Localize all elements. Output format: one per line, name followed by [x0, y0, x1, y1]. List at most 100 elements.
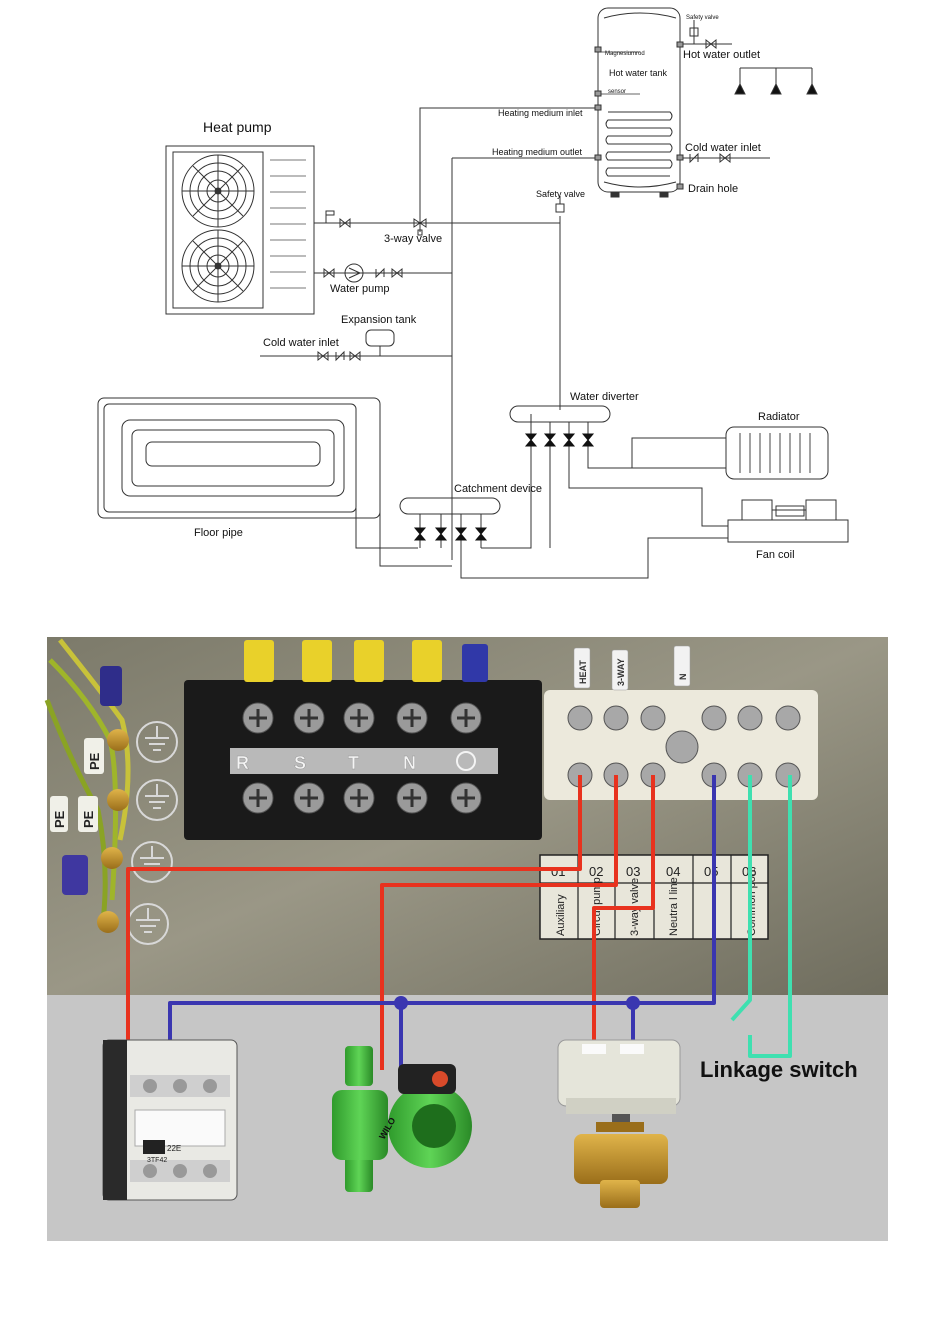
- live-wire-pump: [380, 775, 618, 1070]
- terminal-number: 04: [666, 864, 680, 879]
- contactor-code: 22E: [167, 1144, 181, 1153]
- hot-water-tank: [597, 7, 681, 193]
- wire-tag: HEAT: [578, 660, 588, 684]
- label-magnesium-rod: Magnesiumrod: [605, 51, 645, 57]
- check-valve-icon: [689, 152, 699, 164]
- safety-valve-icon: [555, 196, 565, 213]
- label-radiator: Radiator: [758, 411, 800, 423]
- label-three-way-valve: 3-way valve: [384, 233, 442, 245]
- check-valve-icon: [375, 267, 385, 279]
- label-tank-cold-water-inlet: Cold water inlet: [685, 142, 761, 154]
- terminal-letter: R: [236, 753, 249, 773]
- label-heating-medium-inlet: Heating medium inlet: [498, 108, 583, 118]
- water-diverter-manifold: [509, 405, 611, 423]
- flag-icon: [325, 210, 335, 223]
- label-floor-pipe: Floor pipe: [194, 527, 243, 539]
- fan-icon: [181, 154, 255, 228]
- valve-icon: [474, 527, 488, 541]
- terminal-name: Neutra l line: [668, 877, 680, 936]
- neutral-wire: [168, 775, 716, 1070]
- valve-icon: [581, 433, 595, 447]
- label-drain-hole: Drain hole: [688, 183, 738, 195]
- valve-icon: [339, 217, 351, 229]
- pe-label: PE: [52, 810, 67, 828]
- circulation-pump: [332, 1046, 472, 1192]
- valve-icon: [317, 350, 329, 362]
- terminal-number: 02: [589, 864, 603, 879]
- valve-icon: [543, 433, 557, 447]
- control-terminal-strip: [544, 690, 818, 800]
- contactor-model: 3TF42: [147, 1157, 167, 1164]
- valve-icon: [349, 350, 361, 362]
- contactor: [102, 1039, 238, 1201]
- expansion-tank-icon: [365, 329, 395, 347]
- terminal-legend-table: [539, 854, 769, 940]
- label-water-diverter: Water diverter: [570, 391, 639, 403]
- valve-icon: [454, 527, 468, 541]
- pump-brand: WILO: [377, 1116, 397, 1141]
- shower-head-icon: [770, 82, 782, 95]
- terminal-name: Circul pump: [591, 877, 603, 936]
- fan-coil-unit: [727, 519, 849, 543]
- terminal-number: 05: [704, 864, 718, 879]
- neutral-junction: [394, 996, 408, 1010]
- catchment-manifold: [399, 497, 501, 515]
- wire-tag: 3-WAY: [616, 658, 626, 686]
- ground-screws: [62, 666, 129, 933]
- terminal-screws: [242, 702, 482, 814]
- label-heat-pump: Heat pump: [203, 119, 272, 135]
- shower-head-icon: [734, 82, 746, 95]
- control-panel-photo: [47, 637, 888, 995]
- hydraulic-diagram: Heat pump 3-way valve Water pump Expansi…: [97, 7, 849, 579]
- valve-icon: [413, 527, 427, 541]
- supply-pipe: [314, 107, 596, 224]
- linkage-wire: [730, 775, 792, 1058]
- terminal-number: 01: [551, 864, 565, 879]
- valve-icon: [391, 267, 403, 279]
- power-terminal-block: [184, 680, 542, 840]
- terminal-number: 06: [742, 864, 756, 879]
- valve-icon: [705, 38, 717, 50]
- label-safety-valve: Safety valve: [536, 189, 585, 199]
- label-water-pump: Water pump: [330, 283, 390, 295]
- heating-coil: [605, 111, 673, 177]
- live-wire-valve: [592, 775, 655, 1050]
- gray-backdrop: [47, 995, 888, 1241]
- label-tank-safety-valve: Safety valve: [686, 15, 719, 21]
- shower-head-icon: [806, 82, 818, 95]
- water-pump-icon: [344, 263, 364, 283]
- radiator: [725, 426, 829, 480]
- linkage-switch-label: Linkage switch: [700, 1057, 858, 1082]
- label-hot-water-tank: Hot water tank: [609, 68, 668, 78]
- label-heating-medium-outlet: Heating medium outlet: [492, 147, 583, 157]
- terminal-letter: T: [348, 753, 359, 773]
- terminal-name: 3-way valve: [629, 878, 641, 936]
- valve-icon: [562, 433, 576, 447]
- three-way-valve-icon: [413, 218, 427, 236]
- valve-icon: [719, 152, 731, 164]
- ground-symbols: [127, 721, 178, 945]
- terminal-name: Auxiliary: [555, 894, 567, 936]
- earth-terminal-icon: [456, 751, 476, 771]
- control-screws: [567, 705, 801, 788]
- terminal-letter: N: [403, 753, 416, 773]
- fan-icon: [181, 229, 255, 303]
- wire-tag: N: [678, 674, 688, 681]
- pe-label: PE: [87, 752, 102, 770]
- label-cold-water-inlet: Cold water inlet: [263, 337, 339, 349]
- valve-icon: [323, 267, 335, 279]
- return-pipe: [314, 157, 596, 560]
- label-catchment-device: Catchment device: [454, 483, 542, 495]
- check-valve-icon: [335, 350, 345, 362]
- label-fan-coil: Fan coil: [756, 549, 795, 561]
- label-expansion-tank: Expansion tank: [341, 314, 417, 326]
- floor-pipe-coil: [97, 397, 381, 519]
- terminal-name: Common port: [746, 869, 758, 936]
- terminal-number: 03: [626, 864, 640, 879]
- live-wire-auxiliary: [126, 775, 582, 1050]
- neutral-junction: [626, 996, 640, 1010]
- valve-icon: [524, 433, 538, 447]
- pe-label: PE: [81, 810, 96, 828]
- label-hot-water-outlet: Hot water outlet: [683, 49, 760, 61]
- safety-valve-icon: [689, 20, 699, 37]
